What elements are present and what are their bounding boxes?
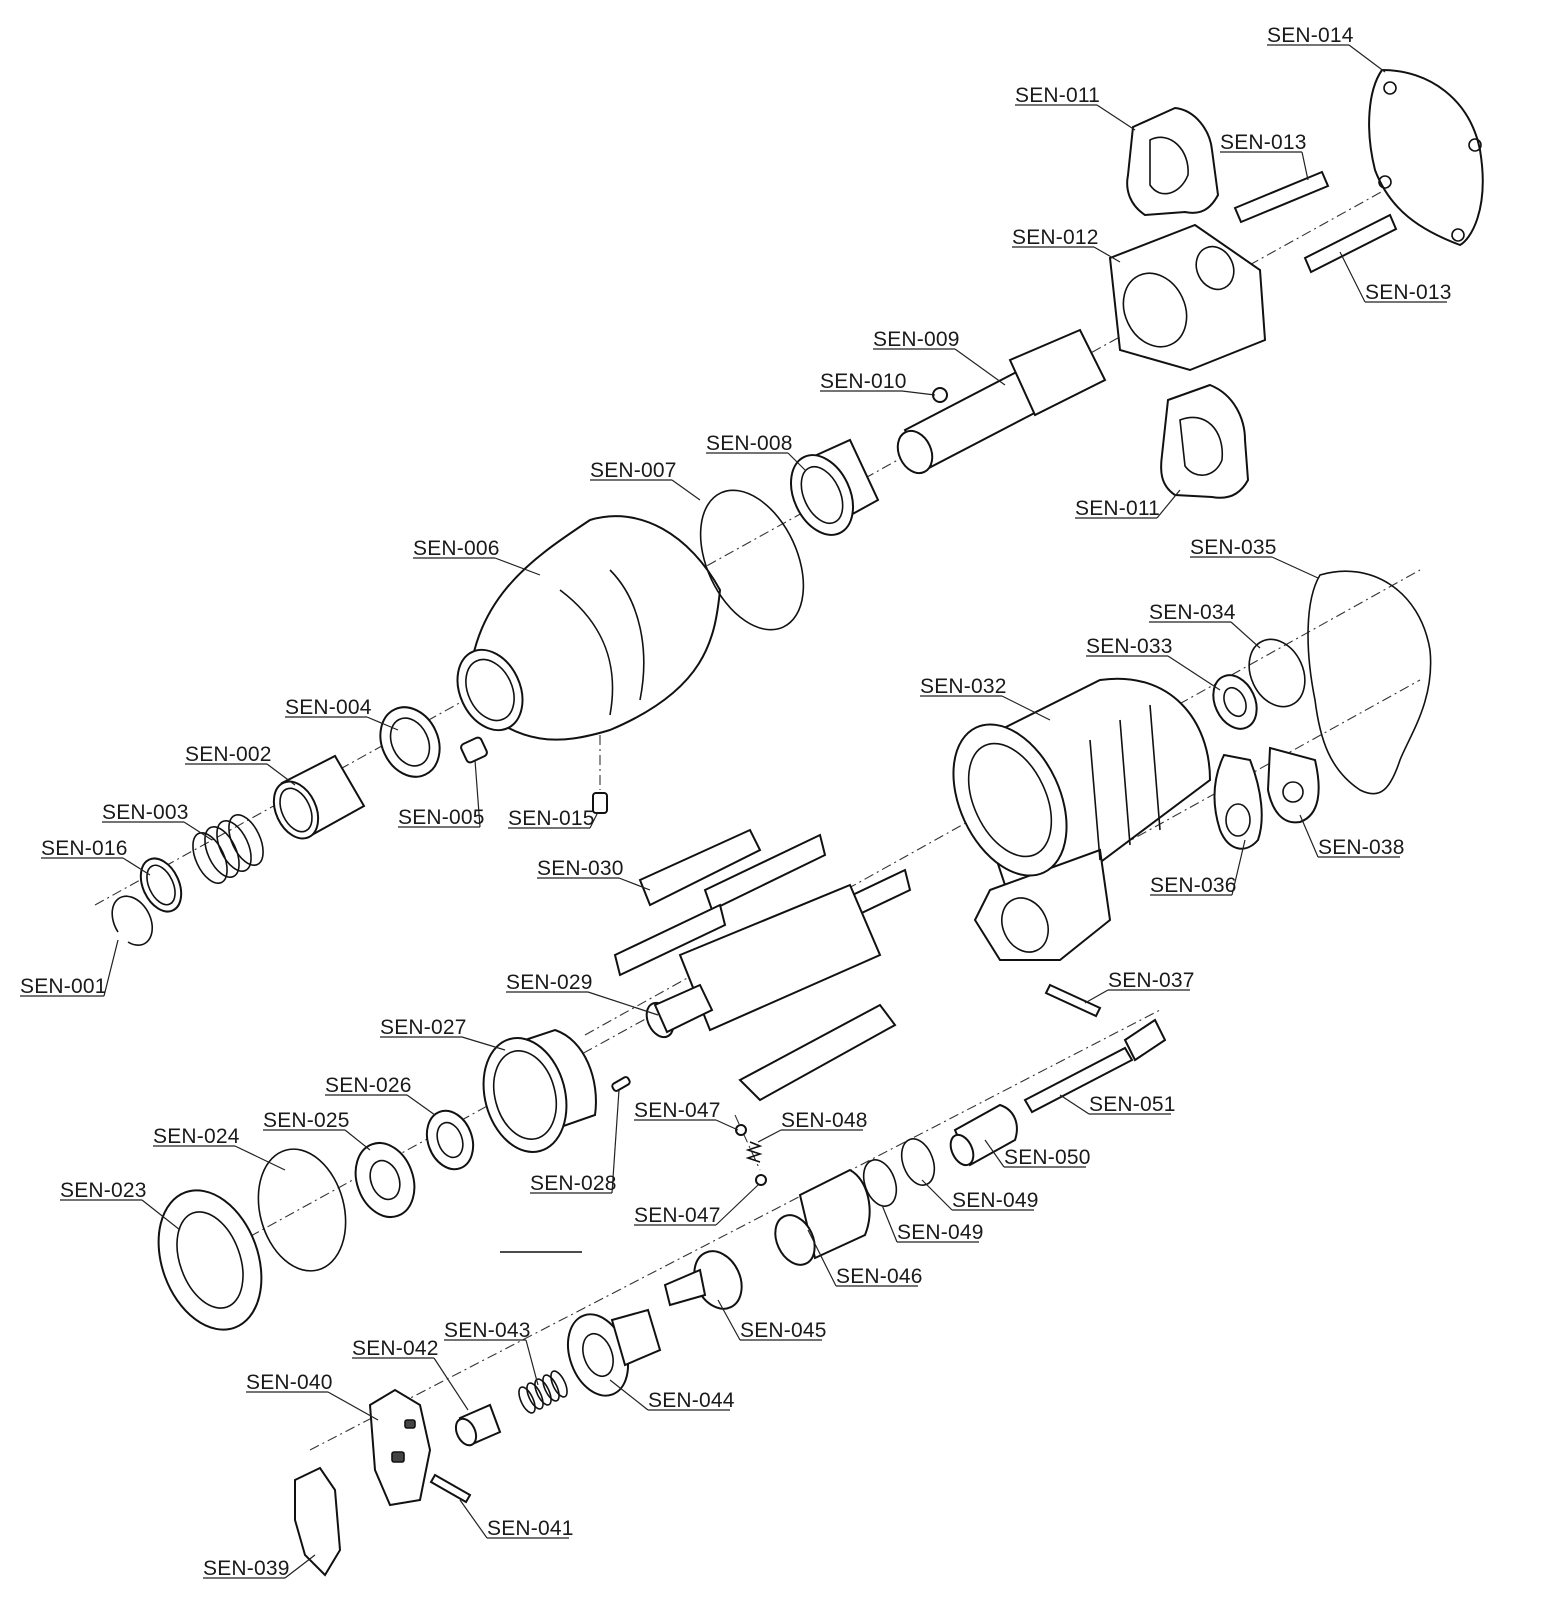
plate-038 bbox=[1266, 746, 1320, 824]
label-sen-011-bottom: SEN-011 bbox=[1075, 497, 1160, 520]
label-sen-007: SEN-007 bbox=[590, 459, 677, 482]
label-sen-023: SEN-023 bbox=[60, 1179, 147, 1202]
label-sen-016: SEN-016 bbox=[41, 837, 128, 860]
pins-013 bbox=[1233, 170, 1398, 274]
pin-037 bbox=[1044, 983, 1102, 1018]
trigger-cover-039 bbox=[294, 1466, 342, 1577]
label-sen-014: SEN-014 bbox=[1267, 24, 1354, 47]
label-sen-043: SEN-043 bbox=[444, 1319, 531, 1342]
label-sen-026: SEN-026 bbox=[325, 1074, 412, 1097]
label-sen-015: SEN-015 bbox=[508, 807, 595, 830]
label-sen-047-top: SEN-047 bbox=[634, 1099, 721, 1122]
bearing-025 bbox=[354, 1142, 416, 1218]
label-sen-049-left: SEN-049 bbox=[897, 1221, 984, 1244]
pin-028 bbox=[611, 1076, 631, 1092]
label-sen-024: SEN-024 bbox=[153, 1125, 240, 1148]
label-sen-042: SEN-042 bbox=[352, 1337, 439, 1360]
label-sen-039: SEN-039 bbox=[203, 1557, 290, 1580]
label-sen-006: SEN-006 bbox=[413, 537, 500, 560]
trigger-040 bbox=[368, 1388, 432, 1507]
bushing-005 bbox=[460, 736, 488, 764]
part-shapes bbox=[111, 68, 1484, 1577]
label-sen-033: SEN-033 bbox=[1086, 635, 1173, 658]
label-sen-034: SEN-034 bbox=[1149, 601, 1236, 624]
anvil-009 bbox=[896, 328, 1107, 475]
label-sen-012: SEN-012 bbox=[1012, 226, 1099, 249]
ball-047a bbox=[735, 1124, 747, 1136]
screw-015 bbox=[592, 792, 608, 814]
bearing-033 bbox=[1212, 674, 1258, 730]
label-sen-038: SEN-038 bbox=[1318, 836, 1405, 859]
bearing-026 bbox=[425, 1109, 475, 1171]
ring-016 bbox=[139, 857, 183, 913]
label-sen-003: SEN-003 bbox=[102, 801, 189, 824]
label-sen-041: SEN-041 bbox=[487, 1517, 574, 1540]
circlip-001 bbox=[111, 895, 154, 946]
regulator-044 bbox=[567, 1308, 662, 1397]
label-sen-002: SEN-002 bbox=[185, 743, 272, 766]
spring-043 bbox=[518, 1370, 568, 1414]
label-sen-013-bottom: SEN-013 bbox=[1365, 281, 1452, 304]
label-sen-046: SEN-046 bbox=[836, 1265, 923, 1288]
ring-034 bbox=[1248, 638, 1306, 708]
label-sen-037: SEN-037 bbox=[1108, 969, 1195, 992]
label-sen-040: SEN-040 bbox=[246, 1371, 333, 1394]
spring-048 bbox=[745, 1141, 763, 1163]
label-sen-049-right: SEN-049 bbox=[952, 1189, 1039, 1212]
label-sen-013-top: SEN-013 bbox=[1220, 131, 1307, 154]
reverse-valve-046 bbox=[774, 1168, 871, 1266]
label-sen-004: SEN-004 bbox=[285, 696, 372, 719]
label-sen-035: SEN-035 bbox=[1190, 536, 1277, 559]
label-sen-044: SEN-044 bbox=[648, 1389, 735, 1412]
cover-023 bbox=[157, 1189, 263, 1331]
label-sen-030: SEN-030 bbox=[537, 857, 624, 880]
leader-lines bbox=[20, 44, 1447, 1579]
hammer-011b bbox=[1160, 383, 1250, 499]
ball-010 bbox=[932, 387, 948, 403]
label-sen-005: SEN-005 bbox=[398, 806, 485, 829]
label-sen-036: SEN-036 bbox=[1150, 874, 1237, 897]
label-sen-027: SEN-027 bbox=[380, 1016, 467, 1039]
rotor-029 bbox=[645, 883, 882, 1039]
pin-041 bbox=[429, 1473, 472, 1504]
oring-049a bbox=[900, 1138, 936, 1186]
label-sen-011-top: SEN-011 bbox=[1015, 84, 1100, 107]
label-sen-032: SEN-032 bbox=[920, 675, 1007, 698]
oring-024 bbox=[257, 1148, 347, 1272]
label-sen-047-bottom: SEN-047 bbox=[634, 1204, 721, 1227]
label-sen-009: SEN-009 bbox=[873, 328, 960, 351]
gasket-035 bbox=[1307, 570, 1432, 795]
label-sen-010: SEN-010 bbox=[820, 370, 907, 393]
oring-007 bbox=[699, 489, 805, 631]
label-sen-025: SEN-025 bbox=[263, 1109, 350, 1132]
part-labels: SEN-001 SEN-002 SEN-003 SEN-004 SEN-005 … bbox=[20, 24, 1452, 1580]
valve-stem-051 bbox=[1023, 1018, 1167, 1114]
gasket-014 bbox=[1368, 68, 1484, 247]
gasket-036 bbox=[1213, 753, 1263, 850]
label-sen-001: SEN-001 bbox=[20, 975, 107, 998]
label-sen-029: SEN-029 bbox=[506, 971, 593, 994]
spring-003 bbox=[192, 814, 264, 884]
label-sen-050: SEN-050 bbox=[1004, 1146, 1091, 1169]
end-plate-027 bbox=[482, 1028, 597, 1153]
label-sen-008: SEN-008 bbox=[706, 432, 793, 455]
reverse-lever-045 bbox=[663, 1250, 743, 1310]
label-sen-028: SEN-028 bbox=[530, 1172, 617, 1195]
label-sen-045: SEN-045 bbox=[740, 1319, 827, 1342]
bushing-008 bbox=[790, 438, 880, 536]
bushing-002 bbox=[272, 754, 366, 840]
hammer-cage-012 bbox=[1108, 223, 1267, 372]
label-sen-048: SEN-048 bbox=[781, 1109, 868, 1132]
hammer-011a bbox=[1126, 106, 1220, 217]
seal-004 bbox=[379, 706, 441, 778]
ball-047b bbox=[755, 1174, 767, 1186]
label-sen-051: SEN-051 bbox=[1089, 1093, 1176, 1116]
motor-housing-032 bbox=[952, 677, 1212, 961]
